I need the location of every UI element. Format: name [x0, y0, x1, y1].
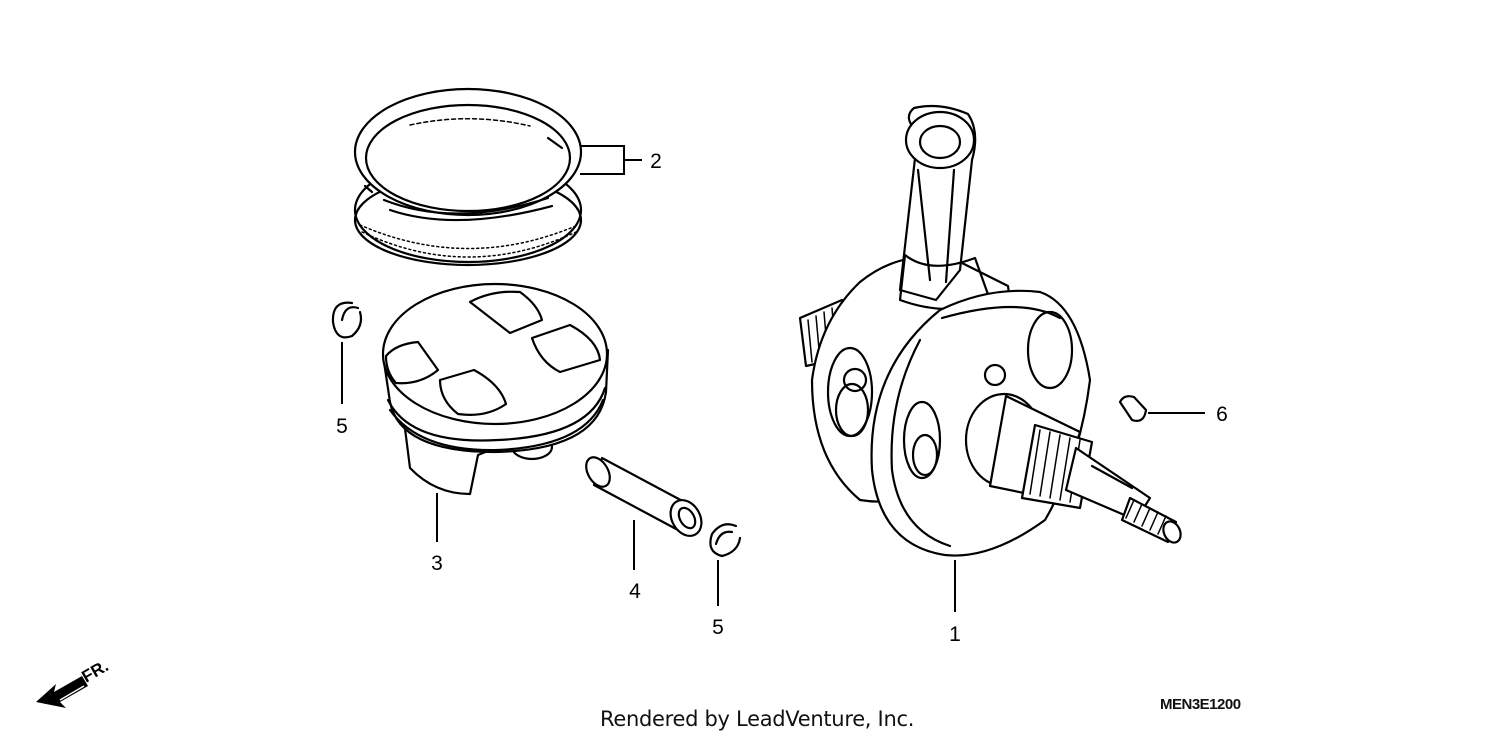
callout-5-right: 5 — [712, 616, 724, 639]
piston-pin[interactable] — [581, 453, 707, 541]
callout-leader-lines — [341, 145, 1205, 612]
woodruff-key[interactable] — [1118, 395, 1148, 422]
piston[interactable] — [381, 282, 610, 496]
callout-5-left: 5 — [336, 415, 348, 438]
piston-ring-set[interactable] — [353, 87, 583, 267]
callout-3: 3 — [431, 552, 443, 575]
render-credit: Rendered by LeadVenture, Inc. — [600, 707, 915, 731]
diagram-code: MEN3E1200 — [1160, 696, 1241, 713]
piston-pin-clip-right[interactable] — [709, 523, 742, 558]
callout-4: 4 — [629, 580, 641, 603]
front-direction-arrow-icon — [36, 676, 88, 708]
piston-pin-clip-left[interactable] — [331, 301, 363, 339]
callout-2: 2 — [650, 150, 662, 173]
callout-1: 1 — [949, 623, 961, 646]
crankshaft-assembly[interactable] — [798, 104, 1184, 557]
callout-6: 6 — [1216, 403, 1228, 426]
